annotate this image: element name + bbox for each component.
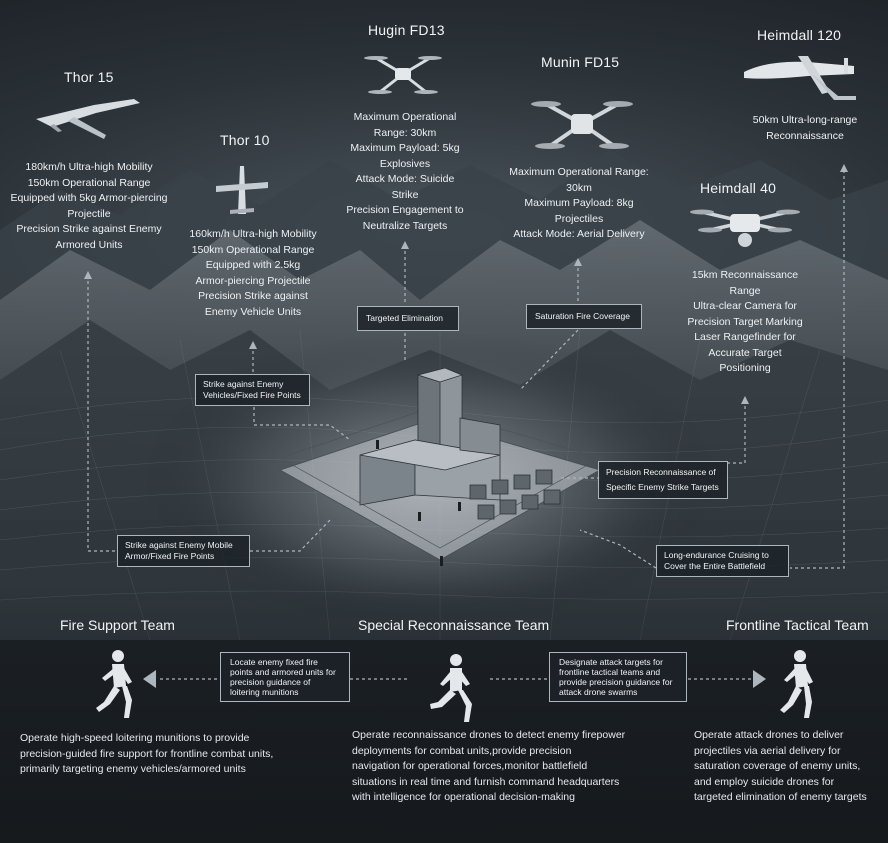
drone-name-thor15: Thor 15 [64,69,114,85]
drone-name-heimdall40: Heimdall 40 [700,180,777,196]
quadcopter-drone-icon [690,209,800,247]
drone-name-hugin-fd13: Hugin FD13 [368,22,445,38]
arrow-right-icon [753,670,766,688]
tag-saturation-fire: Saturation Fire Coverage [526,304,642,329]
quadcopter-drone-icon [364,56,442,94]
runner-icon [96,650,132,718]
drone-name-thor10: Thor 10 [220,132,270,148]
team-name-fire-support: Fire Support Team [60,617,175,633]
quadcopter-drone-icon [531,101,633,149]
team-name-frontline: Frontline Tactical Team [726,617,869,633]
runner-icon [780,650,813,718]
drone-name-munin-fd15: Munin FD15 [541,54,620,70]
arrow-left-icon [143,670,156,688]
team-name-special-recon: Special Reconnaissance Team [358,617,550,633]
fixed-wing-drone-icon [36,99,140,139]
vtol-drone-icon [744,56,856,100]
drone-name-heimdall120: Heimdall 120 [757,27,842,43]
tag-targeted-elimination: Targeted Elimination [357,306,459,331]
team-desc-special-recon: Operate reconnaissance drones to detect … [352,729,626,803]
military-base [279,367,602,566]
fixed-wing-drone-icon [216,166,268,214]
team-desc-fire-support: Operate high-speed loitering munitions t… [20,732,274,775]
runner-icon [430,654,472,722]
